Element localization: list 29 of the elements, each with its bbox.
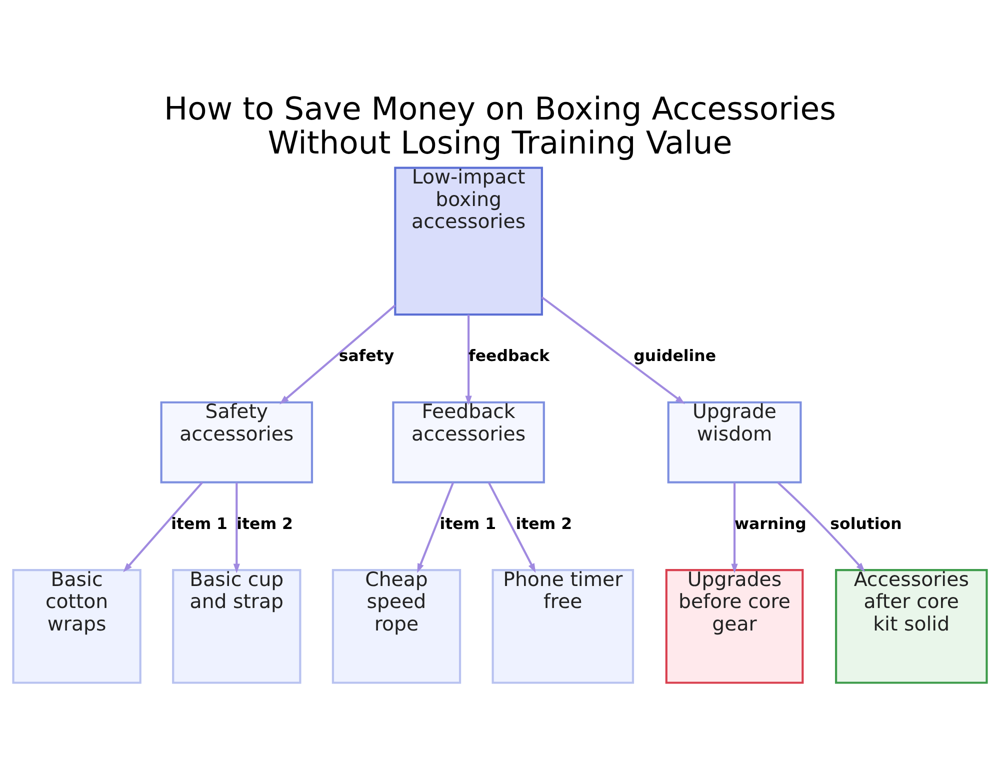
edge-label: warning [734, 514, 806, 533]
node-box: Safety accessories [160, 401, 314, 484]
node-box: Basic cup and strap [172, 569, 302, 684]
node-box: Feedback accessories [392, 401, 545, 484]
arrow [233, 482, 240, 574]
edge-label: item 1 [440, 514, 496, 533]
edge-label: guideline [634, 346, 716, 366]
edge-label: item 2 [516, 514, 572, 533]
edge-label: safety [338, 346, 394, 366]
arrow [280, 304, 396, 404]
arrow [465, 314, 472, 406]
node-box: Phone timer free [492, 569, 634, 684]
arrow [777, 482, 866, 572]
node-box: Low-impact boxing accessories [394, 166, 543, 316]
node-box: Basic cotton wraps [12, 569, 142, 684]
node-box: Cheap speed rope [332, 569, 462, 684]
edge-label: feedback [468, 346, 550, 366]
arrow [488, 482, 536, 573]
arrow [731, 482, 738, 574]
arrow [417, 482, 454, 574]
edge-label: item 2 [236, 514, 294, 533]
node-box: Upgrades before core gear [665, 569, 804, 684]
node-box: Accessories after core kit solid [835, 569, 988, 684]
arrow [123, 482, 204, 572]
edge-label: item 1 [171, 514, 228, 533]
arrow [541, 296, 685, 404]
diagram-title: How to Save Money on Boxing Accessories Without Losing Training Value [164, 92, 836, 162]
edge-label: solution [830, 514, 902, 533]
node-box: Upgrade wisdom [667, 401, 802, 484]
